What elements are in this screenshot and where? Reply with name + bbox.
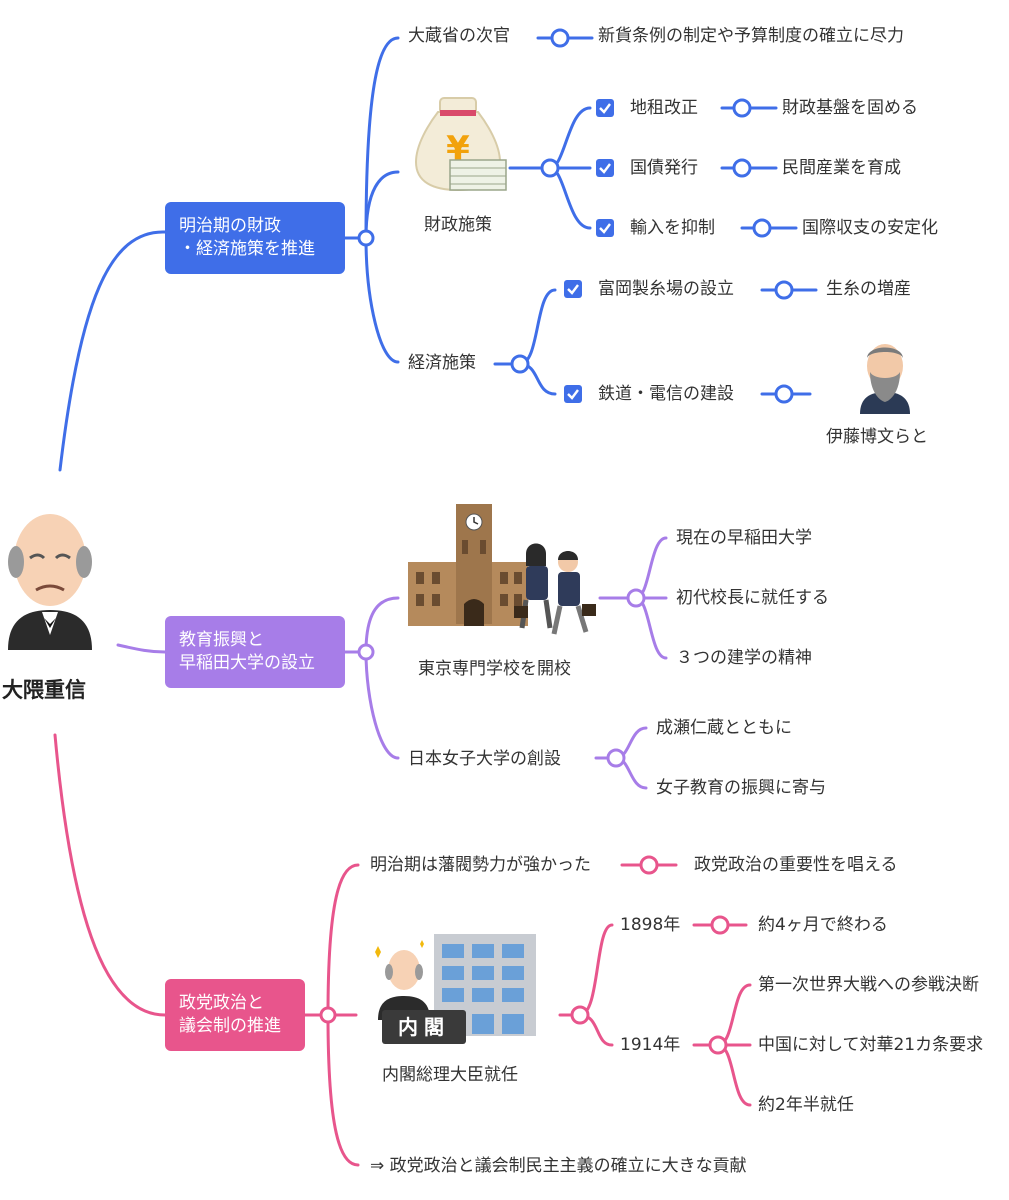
- node-womens-univ-item-2: 女子教育の振興に寄与: [656, 778, 826, 798]
- node-bonds: 国債発行: [630, 158, 698, 178]
- node-tokyo-senmon-item-3: ３つの建学の精神: [676, 648, 812, 668]
- node-1914-item-2: 中国に対して対華21カ条要求: [758, 1035, 984, 1055]
- node-vice-minister-detail: 新貨条例の制定や予算制度の確立に尽力: [598, 26, 904, 46]
- checkbox-tomioka[interactable]: [564, 280, 582, 298]
- checkbox-land-tax[interactable]: [596, 99, 614, 117]
- branch-title-line-1: 教育振興と: [179, 630, 264, 650]
- money-bag-icon: ¥: [408, 90, 514, 196]
- node-1914-item-3: 約2年半就任: [758, 1095, 854, 1115]
- node-import: 輸入を抑制: [630, 218, 715, 238]
- checkbox-bonds[interactable]: [596, 159, 614, 177]
- checkbox-railway[interactable]: [564, 385, 582, 403]
- node-1898-detail: 約4ヶ月で終わる: [758, 915, 888, 935]
- university-students-icon: [408, 500, 604, 640]
- node-tokyo-senmon-item-1: 現在の早稲田大学: [676, 528, 812, 548]
- node-womens-univ-item-1: 成瀬仁蔵とともに: [656, 718, 792, 738]
- cabinet-building-icon: [372, 930, 538, 1046]
- node-cabinet: 内閣総理大臣就任: [382, 1065, 518, 1085]
- branch-title-line-1: 明治期の財政: [179, 216, 281, 236]
- node-railway: 鉄道・電信の建設: [598, 384, 734, 404]
- node-vice-minister: 大蔵省の次官: [408, 26, 510, 46]
- branch-party-politics[interactable]: 政党政治と 議会制の推進: [165, 979, 305, 1051]
- node-1914-item-1: 第一次世界大戦への参戦決断: [758, 975, 979, 995]
- node-import-detail: 国際収支の安定化: [802, 218, 938, 238]
- branch-title-line-2: ・経済施策を推進: [179, 239, 315, 259]
- node-conclusion: ⇒ 政党政治と議会制民主主義の確立に大きな貢献: [370, 1156, 747, 1176]
- node-tomioka-detail: 生糸の増産: [826, 279, 911, 299]
- node-tokyo-senmon: 東京専門学校を開校: [418, 659, 571, 679]
- node-hanbatsu: 明治期は藩閥勢力が強かった: [370, 855, 591, 875]
- node-land-tax: 地租改正: [630, 98, 698, 118]
- branch-title-line-2: 議会制の推進: [179, 1016, 281, 1036]
- node-finance: 財政施策: [424, 215, 492, 235]
- node-railway-detail: 伊藤博文らと: [826, 427, 928, 447]
- branch-title-line-2: 早稲田大学の設立: [179, 653, 315, 673]
- node-bonds-detail: 民間産業を育成: [782, 158, 901, 178]
- branch-education[interactable]: 教育振興と 早稲田大学の設立: [165, 616, 345, 688]
- node-land-tax-detail: 財政基盤を固める: [782, 98, 918, 118]
- ito-hirobumi-portrait-icon: [856, 338, 914, 414]
- checkbox-import[interactable]: [596, 219, 614, 237]
- node-hanbatsu-detail: 政党政治の重要性を唱える: [694, 855, 898, 875]
- okuma-portrait-icon: [0, 500, 100, 660]
- cabinet-sign: 内閣: [382, 1010, 466, 1044]
- node-womens-univ: 日本女子大学の創設: [408, 749, 561, 769]
- node-economy: 経済施策: [408, 353, 476, 373]
- branch-finance-economy[interactable]: 明治期の財政 ・経済施策を推進: [165, 202, 345, 274]
- node-1914: 1914年: [620, 1035, 681, 1055]
- root-title: 大隈重信: [2, 678, 86, 702]
- node-tomioka: 富岡製糸場の設立: [598, 279, 734, 299]
- node-1898: 1898年: [620, 915, 681, 935]
- branch-title-line-1: 政党政治と: [179, 993, 264, 1013]
- node-tokyo-senmon-item-2: 初代校長に就任する: [676, 588, 829, 608]
